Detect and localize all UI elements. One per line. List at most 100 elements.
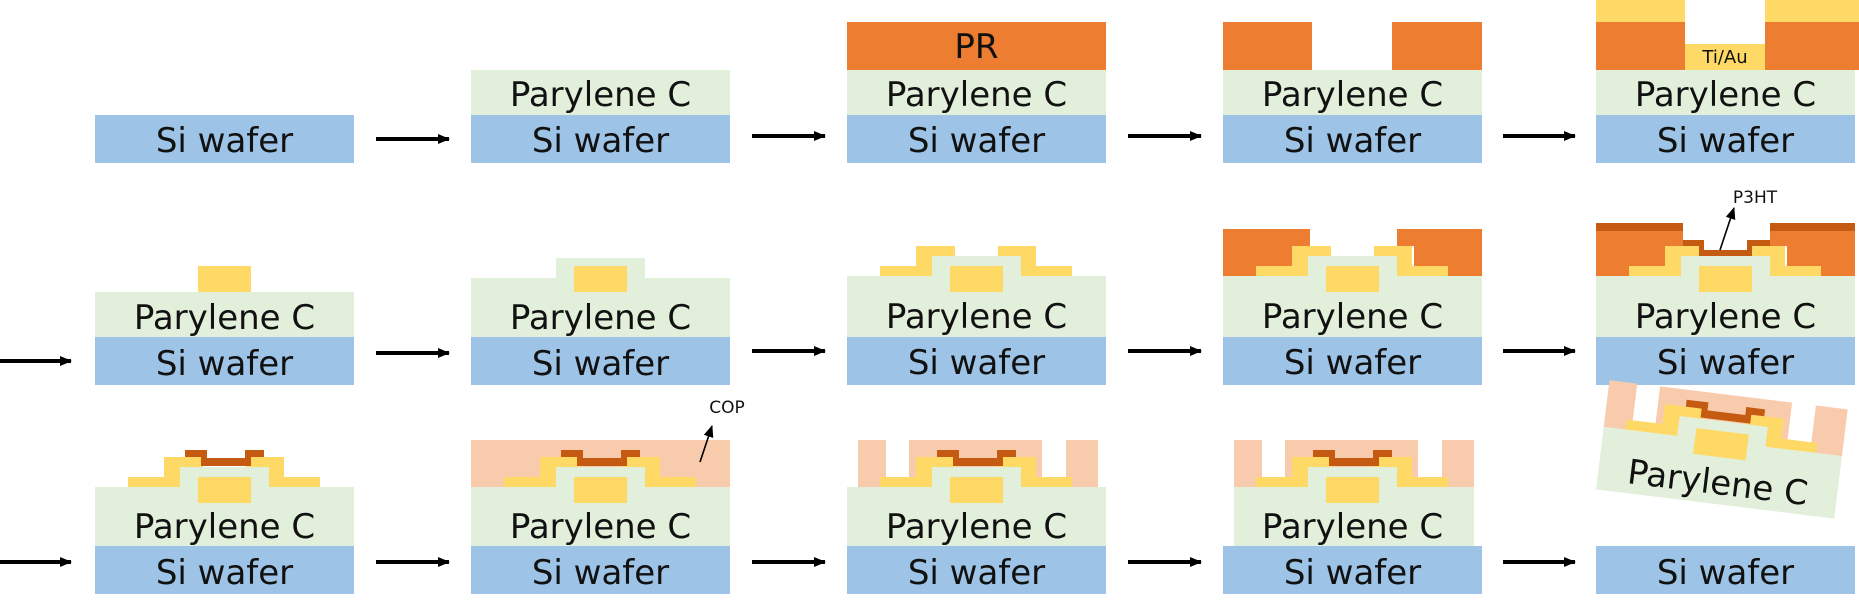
photoresist-left [1223,22,1312,70]
photoresist-right [1397,229,1482,276]
photoresist-right [1770,231,1855,276]
step-3-2: Parylene C Si wafer COP [471,398,745,594]
si-wafer-label: Si wafer [1284,343,1421,383]
si-wafer-label: Si wafer [908,343,1045,383]
step-1-5: Ti/Au Parylene C Si wafer [1596,0,1859,163]
p3ht-channel [1683,240,1770,256]
ti-au-source-drain-right [246,457,320,487]
si-wafer-label: Si wafer [156,553,293,593]
p3ht-top-right [1770,223,1855,231]
p3ht-channel [561,450,640,466]
step-3-4: Parylene C Si wafer [1223,440,1482,594]
ti-au-trench-layer [1685,44,1765,70]
si-wafer-label: Si wafer [1657,121,1794,161]
cop-callout-line [699,425,714,463]
si-wafer-layer [471,337,730,385]
si-wafer-label: Si wafer [1657,553,1794,593]
si-wafer-label: Si wafer [532,344,669,384]
photoresist-left [1596,231,1683,276]
ti-au-electrode [198,477,251,503]
parylene-c-label: Parylene C [510,507,691,547]
parylene-c-label: Parylene C [1635,75,1816,115]
parylene-c-encapsulation [471,467,730,546]
ti-au-electrode [1699,266,1752,292]
ti-au-source-drain [1256,246,1331,276]
si-wafer-label: Si wafer [908,121,1045,161]
ti-au-electrode [1326,266,1379,292]
p3ht-top-left [1596,223,1683,231]
photoresist-left [1223,229,1310,276]
p3ht-channel [937,450,1016,466]
photoresist-layer [847,22,1106,70]
parylene-c-label: Parylene C [1262,75,1443,115]
si-wafer-layer [95,115,354,163]
parylene-c-label: Parylene C [1262,297,1443,337]
si-wafer-layer [95,546,354,594]
cop-label: COP [709,398,745,418]
si-wafer-layer [471,115,730,163]
ti-au-source-drain [128,457,203,487]
p3ht-channel [1685,399,1766,424]
step-2-3: Parylene C Si wafer [847,246,1106,385]
p3ht-label: P3HT [1733,188,1778,208]
si-wafer-label: Si wafer [1657,343,1794,383]
parylene-c-layer [847,70,1106,115]
ti-au-source-drain-right [998,457,1072,487]
ti-au-source-drain [1256,457,1331,487]
step-1-1: Si wafer [95,115,354,163]
si-wafer-layer [1223,115,1482,163]
si-wafer-label: Si wafer [1284,121,1421,161]
p3ht-callout-line [1719,207,1736,251]
cop-left [1603,380,1638,431]
ti-au-source-drain [1629,246,1704,276]
si-wafer-layer [95,337,354,385]
process-arrows [0,131,1576,567]
si-wafer-label: Si wafer [156,121,293,161]
ti-au-source-drain-right [1745,414,1818,453]
photoresist-right [1765,22,1859,70]
cop-right [1810,405,1848,457]
ti-au-source-drain-right [998,246,1072,276]
step-2-5: Parylene C Si wafer P3HT [1596,188,1855,385]
photoresist-left [1596,22,1685,70]
parylene-c-layer [471,70,730,115]
si-wafer-layer [471,546,730,594]
parylene-c-encapsulation [471,258,730,337]
step-3-1: Parylene C Si wafer [95,450,354,594]
ti-au-source-drain [880,246,955,276]
photoresist-right [1392,22,1482,70]
step-2-2: Parylene C Si wafer [471,258,730,385]
p3ht-channel [1313,450,1392,466]
ti-au-source-drain [1625,404,1704,436]
si-wafer-label: Si wafer [532,121,669,161]
ti-au-source-drain [880,457,955,487]
ti-au-electrode [1693,428,1749,461]
step-2-4: Parylene C Si wafer [1223,229,1482,385]
step-2-1: Parylene C Si wafer [95,266,354,385]
peeled-device: Parylene C [1596,380,1848,519]
parylene-c-label: Parylene C [134,507,315,547]
parylene-c-layer [95,292,354,337]
ti-au-electrode [198,266,251,292]
parylene-c-layer [1596,70,1855,115]
parylene-c-label: Parylene C [1262,507,1443,547]
parylene-c-label: Parylene C [510,75,691,115]
parylene-c-encapsulation [1596,256,1855,337]
si-wafer-layer [1596,337,1855,385]
ti-au-source-drain-right [1374,457,1448,487]
parylene-c-label: Parylene C [886,507,1067,547]
si-wafer-layer [847,546,1106,594]
ti-au-electrode [574,266,627,292]
parylene-c-encapsulation [95,467,354,546]
si-wafer-layer [1596,115,1855,163]
parylene-c-label: Parylene C [886,75,1067,115]
parylene-c-encapsulation [1223,256,1482,337]
ti-au-top-right [1765,0,1859,22]
ti-au-electrode [950,266,1003,292]
si-wafer-layer [1223,546,1482,594]
ti-au-source-drain-right [1374,246,1448,276]
si-wafer-label: Si wafer [156,344,293,384]
ti-au-top-left [1596,0,1685,22]
ti-au-electrode [950,477,1003,503]
parylene-c-encapsulation [847,467,1106,546]
